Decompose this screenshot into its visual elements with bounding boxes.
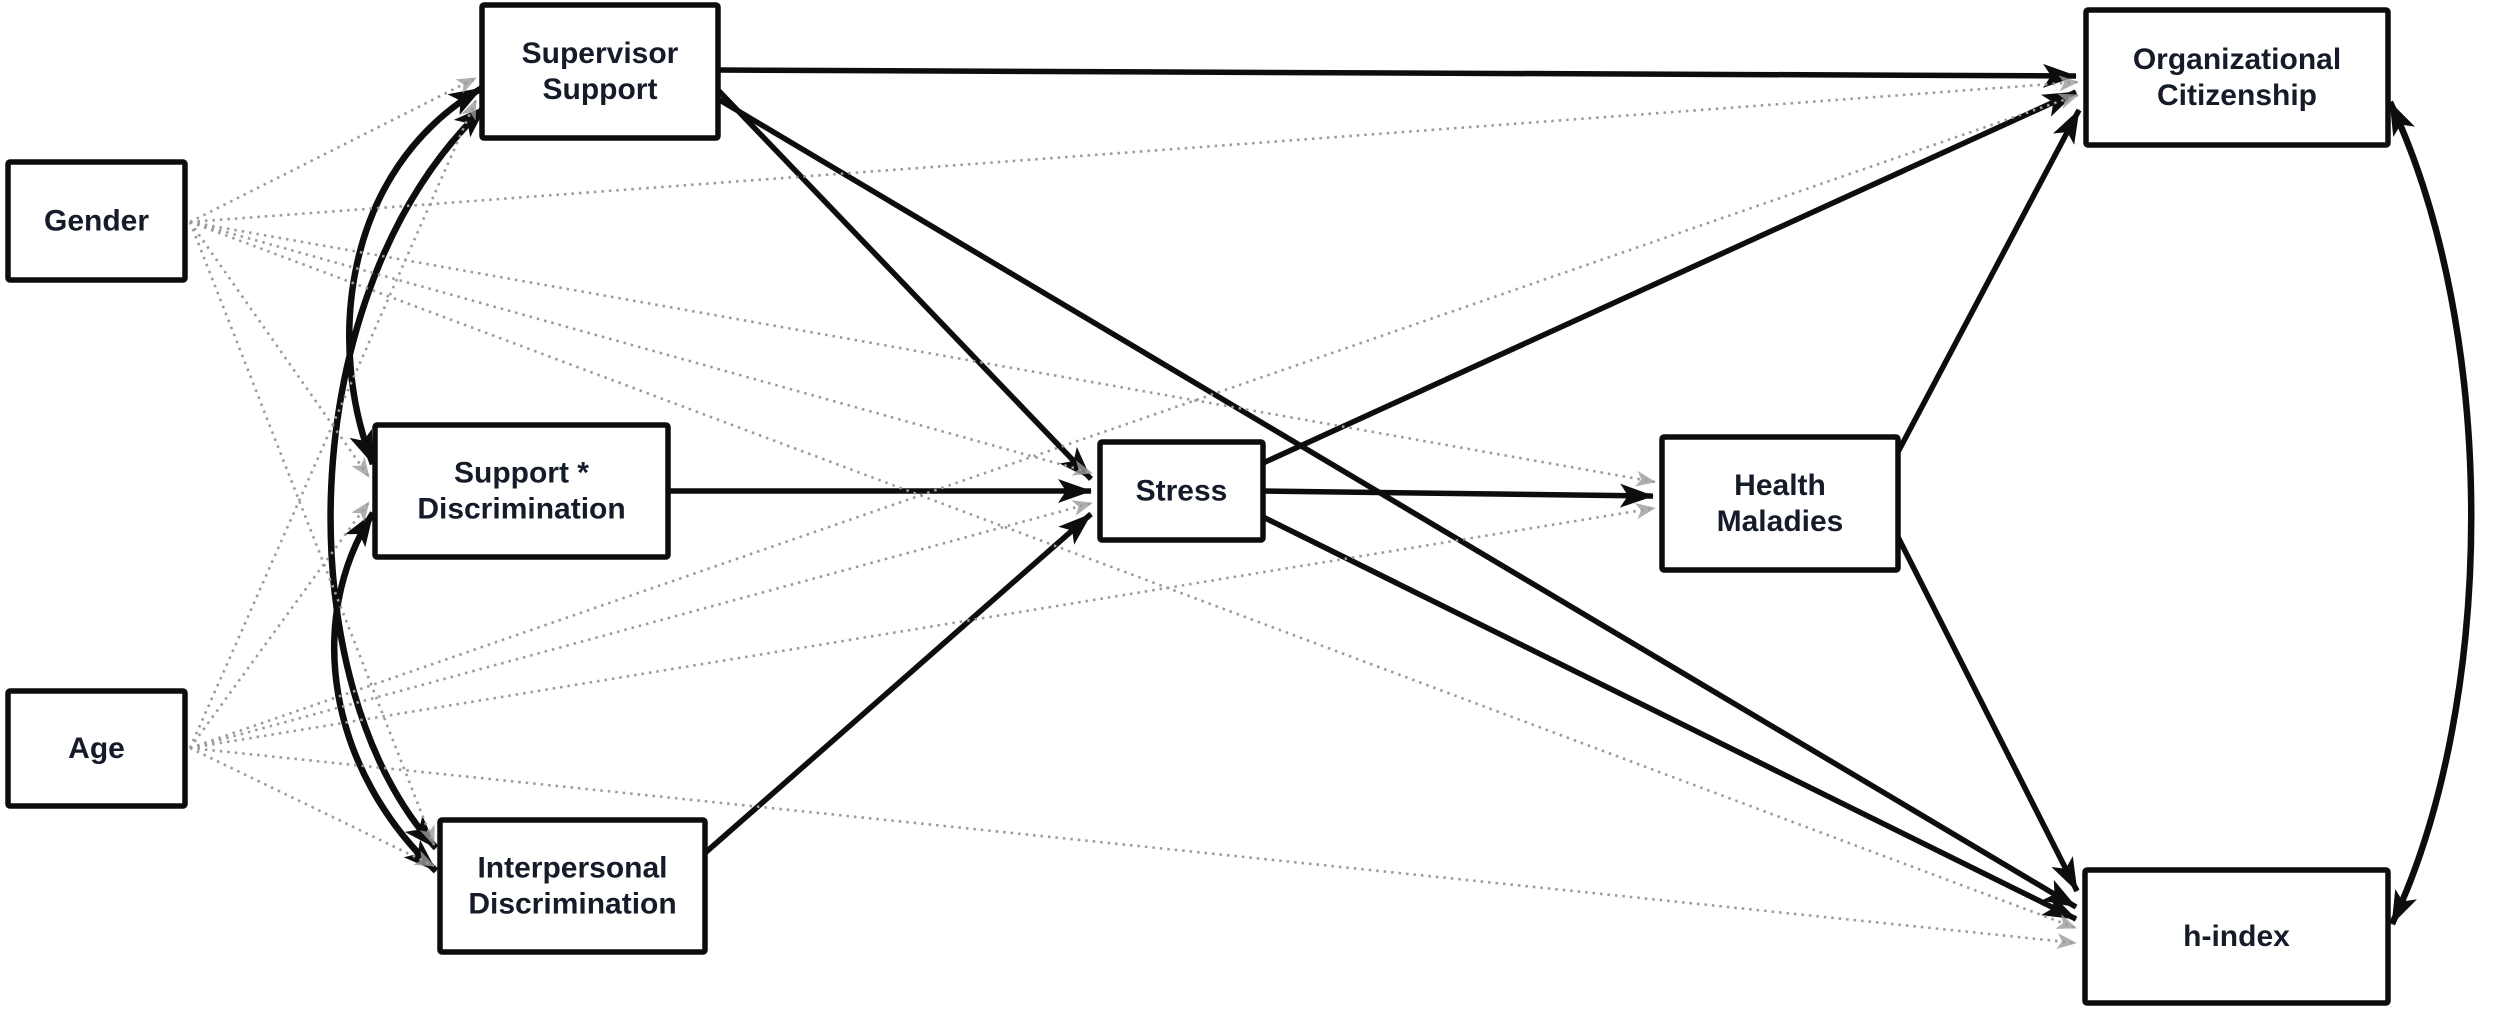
node-gender: Gender [5,159,188,283]
node-box-h-index [2082,867,2391,1006]
node-box-support-discrimination [372,422,671,560]
node-box-interpersonal-discrimination [437,817,708,955]
edge-ss-to-stress [716,88,1093,481]
edge-cov-sd-id [330,511,439,874]
edge-gender-to-hm [189,220,1656,487]
edge-age-to-id [189,746,435,868]
node-label-support-discrimination: Support *Discrimination [417,457,625,526]
node-age: Age [5,688,188,809]
edge-age-to-oc [189,93,2079,750]
edge-age-to-ss [188,99,478,749]
node-box-health-maladies [1659,434,1901,573]
node-label-h-index: h-index [2183,920,2290,953]
edge-gender-to-sd [188,221,371,478]
node-box-supervisor-support [479,2,721,141]
node-box-gender [5,159,188,283]
edge-cov-ss-sd [346,85,484,466]
node-label-stress: Stress [1136,475,1228,508]
edge-id-to-stress [703,511,1093,856]
edges-layer [188,63,2475,950]
node-label-age: Age [68,732,125,765]
node-support-discrimination: Support *Discrimination [372,422,671,560]
edge-cov-oc-hindex [2387,100,2475,926]
edge-stress-to-hindex [1261,514,2078,922]
edge-hm-to-hindex [1895,535,2080,893]
edge-stress-to-hm [1262,483,1654,508]
edge-ss-to-oc [717,63,2077,88]
node-label-gender: Gender [44,205,149,238]
node-box-age [5,688,188,809]
node-box-stress [1097,439,1266,543]
edge-age-to-hindex [189,746,2077,950]
edge-stress-to-oc [1261,89,2078,466]
edge-hm-to-oc [1895,108,2082,454]
edge-age-to-sd [188,501,371,749]
edge-ss-to-hindex [716,96,2078,910]
node-stress: Stress [1097,439,1266,543]
node-box-organizational-citizenship [2083,7,2391,148]
edge-gender-to-stress [189,220,1093,476]
edge-gender-to-hindex [189,220,2077,930]
node-h-index: h-index [2082,867,2391,1006]
edge-gender-to-ss [189,76,477,224]
edge-gender-to-oc [189,75,2079,224]
edge-age-to-stress [189,500,1093,750]
